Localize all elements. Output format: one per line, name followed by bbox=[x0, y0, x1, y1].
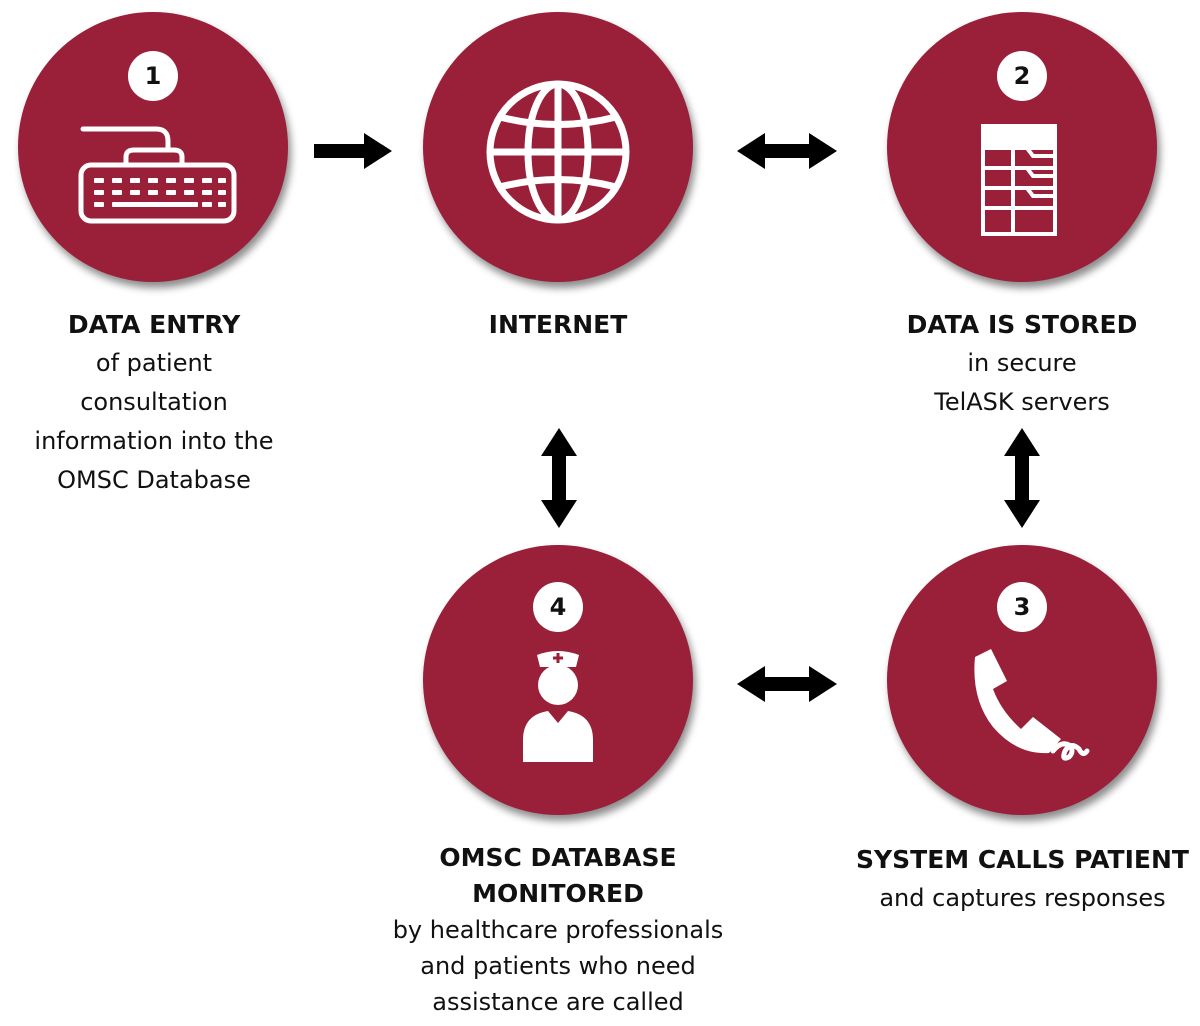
step-3-badge: 3 bbox=[997, 582, 1047, 632]
server-icon bbox=[981, 124, 1057, 236]
step-2-desc-line: TelASK servers bbox=[934, 388, 1110, 416]
step-4-badge: 4 bbox=[533, 582, 583, 632]
step-4-label: OMSC DATABASE MONITORED by healthcare pr… bbox=[380, 840, 736, 1020]
arrow-double-vertical-left bbox=[541, 428, 577, 528]
step-3-desc-line: and captures responses bbox=[879, 884, 1166, 912]
step-3-label: SYSTEM CALLS PATIENT and captures respon… bbox=[845, 840, 1200, 918]
internet-circle bbox=[423, 12, 693, 282]
arrow-double-horizontal-bottom bbox=[737, 666, 837, 702]
step-2-circle: 2 bbox=[887, 12, 1157, 282]
arrow-right-1 bbox=[314, 133, 392, 169]
phone-icon bbox=[974, 649, 1090, 761]
step-2-desc-line: in secure bbox=[967, 349, 1077, 377]
internet-title: INTERNET bbox=[488, 310, 628, 339]
step-3-circle: 3 bbox=[887, 545, 1157, 815]
step-4-desc-line: assistance are called bbox=[432, 988, 684, 1016]
step-4-title-line: OMSC DATABASE bbox=[439, 843, 677, 872]
keyboard-icon bbox=[78, 126, 237, 224]
step-3-title: SYSTEM CALLS PATIENT bbox=[856, 845, 1189, 874]
step-2-label: DATA IS STORED in secure TelASK servers bbox=[862, 305, 1182, 422]
step-1-label: DATA ENTRY of patient consultation infor… bbox=[0, 305, 308, 500]
step-1-title: DATA ENTRY bbox=[67, 310, 241, 339]
step-4-desc-line: by healthcare professionals bbox=[392, 916, 724, 944]
step-4-title-line: MONITORED bbox=[472, 879, 644, 908]
step-2-title: DATA IS STORED bbox=[906, 310, 1138, 339]
arrow-double-vertical-right bbox=[1004, 428, 1040, 528]
step-4-circle: 4 bbox=[423, 545, 693, 815]
step-1-desc-line: consultation bbox=[80, 388, 228, 416]
step-1-desc-line: of patient bbox=[95, 349, 213, 377]
step-1-badge: 1 bbox=[128, 51, 178, 101]
step-1-circle: 1 bbox=[18, 12, 288, 282]
step-1-desc-line: information into the bbox=[34, 427, 274, 455]
internet-label: INTERNET bbox=[408, 305, 708, 344]
arrow-double-horizontal-top bbox=[737, 133, 837, 169]
step-4-desc-line: and patients who need bbox=[420, 952, 696, 980]
nurse-icon bbox=[523, 651, 593, 762]
step-2-badge: 2 bbox=[997, 51, 1047, 101]
step-1-desc-line: OMSC Database bbox=[57, 466, 251, 494]
globe-icon bbox=[486, 80, 630, 224]
